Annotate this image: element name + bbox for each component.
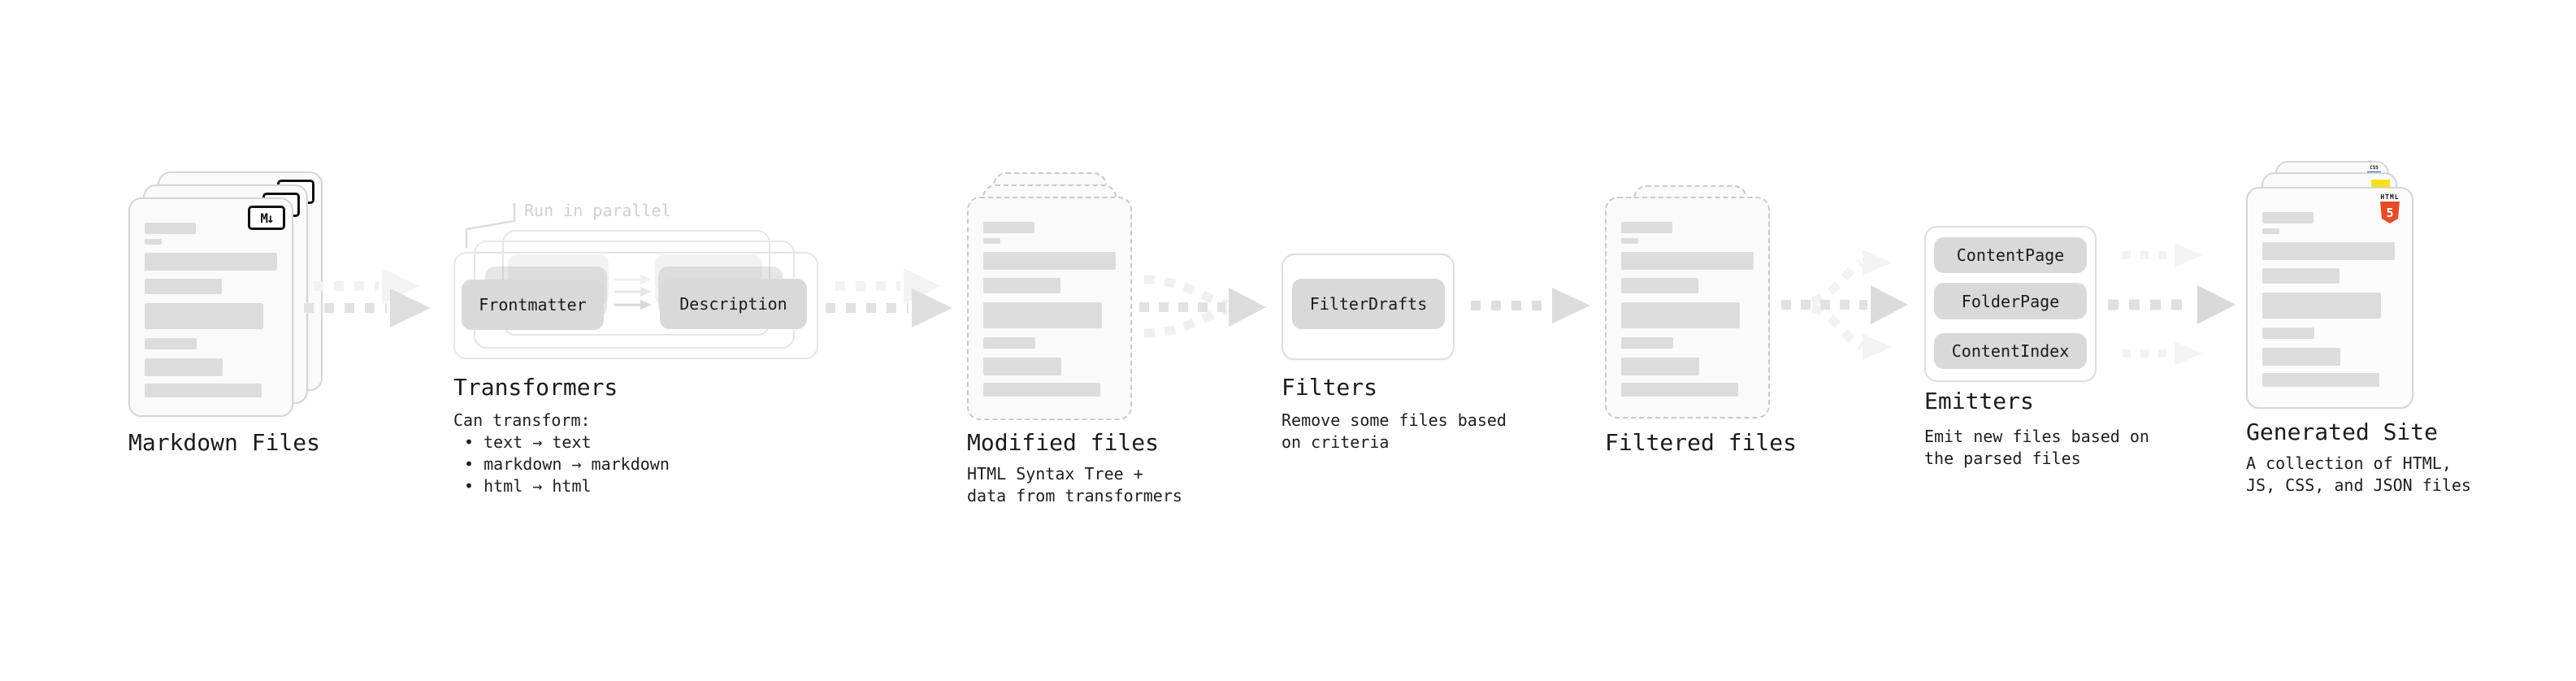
doc-line bbox=[145, 223, 196, 234]
desc-bullet: • text → text bbox=[464, 432, 592, 452]
markdown-icon: M↓ bbox=[248, 206, 285, 230]
doc-line bbox=[983, 252, 1116, 270]
filtered-files-label: Filtered files bbox=[1605, 429, 1798, 456]
desc-line: on criteria bbox=[1281, 432, 1390, 452]
file-card: M↓ bbox=[128, 197, 293, 417]
emitter-chip-folderpage: FolderPage bbox=[1934, 283, 2087, 319]
doc-line bbox=[2262, 348, 2340, 366]
file-card-dashed bbox=[1605, 197, 1770, 419]
annotation-bracket bbox=[465, 203, 516, 248]
run-in-parallel-note: Run in parallel bbox=[524, 201, 671, 220]
doc-line bbox=[983, 358, 1061, 375]
doc-line bbox=[983, 278, 1060, 293]
desc-bullet: • html → html bbox=[464, 476, 592, 496]
generated-site-description: A collection of HTML, JS, CSS, and JSON … bbox=[2246, 453, 2471, 497]
doc-line bbox=[1621, 238, 1638, 244]
flow-arrow-emitters-to-generated bbox=[2108, 243, 2236, 366]
doc-line bbox=[2262, 268, 2340, 284]
filters-label: Filters bbox=[1281, 374, 1378, 401]
doc-line bbox=[2262, 228, 2279, 234]
doc-line bbox=[2262, 242, 2395, 260]
modified-files-description: HTML Syntax Tree + data from transformer… bbox=[967, 463, 1182, 507]
emitters-label: Emitters bbox=[1924, 388, 2034, 414]
emitters-frame: ContentPage FolderPage ContentIndex bbox=[1924, 226, 2097, 382]
desc-line: the parsed files bbox=[1924, 449, 2081, 468]
doc-line bbox=[145, 239, 162, 245]
flow-arrow-filters-to-filtered bbox=[1471, 288, 1590, 323]
doc-line bbox=[2262, 373, 2379, 387]
doc-line bbox=[1621, 222, 1672, 233]
transformers-label: Transformers bbox=[453, 374, 618, 401]
filters-description: Remove some files based on criteria bbox=[1281, 410, 1507, 453]
doc-line bbox=[1621, 383, 1738, 397]
doc-line bbox=[1621, 252, 1754, 270]
doc-line bbox=[1621, 302, 1740, 328]
doc-line bbox=[145, 384, 262, 397]
desc-line: HTML Syntax Tree + bbox=[967, 464, 1143, 484]
doc-line bbox=[2262, 327, 2314, 339]
doc-line bbox=[2262, 293, 2381, 319]
doc-line bbox=[145, 303, 263, 329]
desc-line: Can transform: bbox=[453, 410, 591, 430]
generated-site-label: Generated Site bbox=[2246, 419, 2439, 445]
emitters-description: Emit new files based on the parsed files bbox=[1924, 426, 2149, 470]
doc-line bbox=[2262, 212, 2314, 223]
doc-line bbox=[145, 338, 197, 349]
emitter-chip-contentindex: ContentIndex bbox=[1934, 333, 2087, 369]
flow-arrow-transformers-to-modified bbox=[826, 268, 952, 327]
modified-files-label: Modified files bbox=[967, 429, 1160, 456]
desc-line: data from transformers bbox=[967, 486, 1182, 505]
doc-line bbox=[145, 358, 223, 376]
doc-line bbox=[983, 383, 1100, 397]
doc-line bbox=[145, 253, 277, 271]
doc-line bbox=[1621, 278, 1698, 293]
filter-chip-filterdrafts: FilterDrafts bbox=[1292, 279, 1445, 329]
desc-line: A collection of HTML, bbox=[2246, 453, 2452, 473]
flow-arrow-fanout-to-emitters bbox=[1781, 249, 1908, 360]
doc-line bbox=[983, 222, 1034, 233]
doc-line bbox=[145, 279, 222, 294]
html5-icon: HTML 5 bbox=[2379, 193, 2400, 223]
desc-line: Remove some files based bbox=[1281, 410, 1507, 430]
doc-line bbox=[983, 238, 1000, 244]
flow-arrow-merge-to-filters bbox=[1139, 275, 1266, 338]
transformer-frame bbox=[453, 252, 818, 359]
file-card-dashed bbox=[967, 197, 1132, 420]
desc-line: Emit new files based on bbox=[1924, 427, 2149, 446]
desc-line: JS, CSS, and JSON files bbox=[2246, 475, 2471, 495]
parallel-mini-arrows bbox=[614, 275, 652, 310]
file-card: HTML 5 bbox=[2246, 187, 2413, 409]
emitter-chip-contentpage: ContentPage bbox=[1934, 237, 2087, 273]
filters-frame: FilterDrafts bbox=[1281, 254, 1455, 360]
markdown-files-label: Markdown Files bbox=[128, 429, 321, 456]
doc-line bbox=[983, 337, 1035, 349]
transformer-chip-description: Description bbox=[660, 279, 807, 329]
doc-line bbox=[1621, 358, 1699, 375]
transformer-chip-frontmatter: Frontmatter bbox=[462, 280, 604, 330]
doc-line bbox=[983, 302, 1102, 328]
transformers-description: Can transform: • text → text • markdown … bbox=[453, 410, 670, 497]
doc-line bbox=[1621, 337, 1673, 349]
desc-bullet: • markdown → markdown bbox=[464, 454, 670, 474]
flow-arrow-markdown-to-transformers bbox=[304, 268, 431, 327]
